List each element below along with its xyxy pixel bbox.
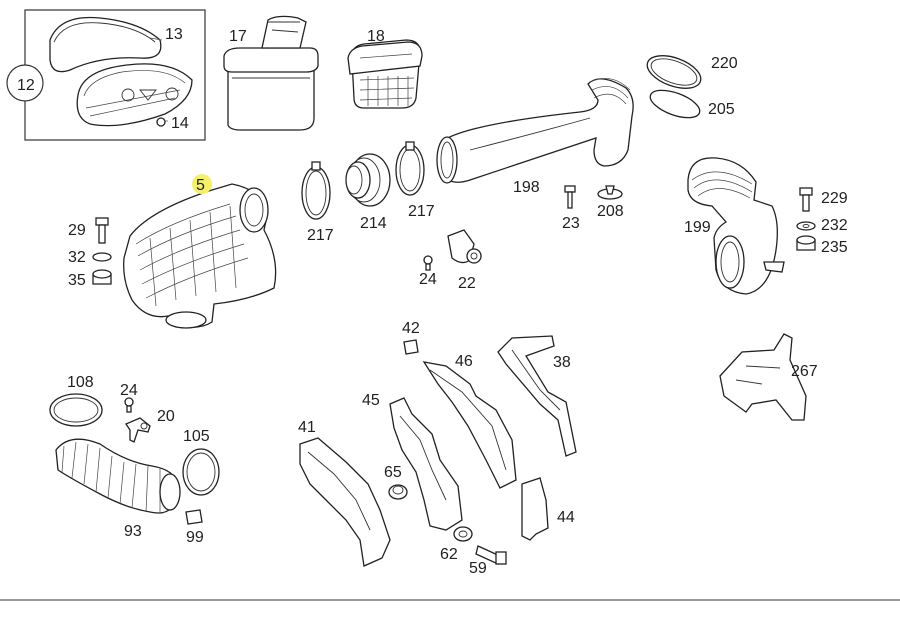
callout-229[interactable]: 229 bbox=[821, 190, 848, 207]
part-24-screw-upper[interactable] bbox=[423, 255, 433, 271]
part-198-air-duct[interactable] bbox=[436, 78, 634, 184]
callout-108[interactable]: 108 bbox=[67, 374, 94, 391]
part-99-clip[interactable] bbox=[185, 509, 203, 525]
callout-38[interactable]: 38 bbox=[553, 354, 571, 371]
part-229-bolt[interactable] bbox=[799, 187, 813, 212]
callout-14[interactable]: 14 bbox=[171, 115, 189, 132]
part-17-filter-box[interactable] bbox=[223, 15, 319, 131]
callout-23[interactable]: 23 bbox=[562, 215, 580, 232]
part-59-bolt[interactable] bbox=[475, 545, 507, 565]
part-217-clamp-left[interactable] bbox=[301, 161, 331, 220]
part-105-clamp[interactable] bbox=[182, 448, 220, 496]
part-35-nut[interactable] bbox=[92, 269, 112, 285]
selected-callout-highlight bbox=[192, 174, 212, 194]
part-62-washer[interactable] bbox=[453, 526, 473, 542]
callout-217-left[interactable]: 217 bbox=[307, 227, 334, 244]
part-232-washer[interactable] bbox=[796, 221, 816, 231]
callout-65[interactable]: 65 bbox=[384, 464, 402, 481]
callout-99[interactable]: 99 bbox=[186, 529, 204, 546]
callout-235[interactable]: 235 bbox=[821, 239, 848, 256]
callout-220[interactable]: 220 bbox=[711, 55, 738, 72]
part-20-sensor[interactable] bbox=[125, 417, 151, 443]
callout-13[interactable]: 13 bbox=[165, 26, 183, 43]
part-23-bolt[interactable] bbox=[564, 185, 576, 209]
part-46-bracket[interactable] bbox=[422, 361, 517, 489]
part-44-bracket[interactable] bbox=[521, 477, 549, 541]
callout-41[interactable]: 41 bbox=[298, 419, 316, 436]
part-41-bracket[interactable] bbox=[299, 437, 391, 567]
callout-208[interactable]: 208 bbox=[597, 203, 624, 220]
part-93-intake-hose[interactable] bbox=[55, 438, 181, 514]
callout-5[interactable]: 5 bbox=[196, 177, 205, 194]
callout-93[interactable]: 93 bbox=[124, 523, 142, 540]
callout-29[interactable]: 29 bbox=[68, 222, 86, 239]
callout-232[interactable]: 232 bbox=[821, 217, 848, 234]
callout-105[interactable]: 105 bbox=[183, 428, 210, 445]
part-217-clamp-right[interactable] bbox=[395, 141, 425, 196]
part-65-grommet[interactable] bbox=[388, 484, 408, 500]
part-220-seal[interactable] bbox=[643, 49, 705, 94]
callout-44[interactable]: 44 bbox=[557, 509, 575, 526]
part-32-washer[interactable] bbox=[92, 252, 112, 262]
part-42-clip[interactable] bbox=[403, 339, 419, 355]
part-267-bracket[interactable] bbox=[719, 333, 807, 421]
callout-205[interactable]: 205 bbox=[708, 101, 735, 118]
leader-lines bbox=[149, 37, 168, 122]
callout-24-upper[interactable]: 24 bbox=[419, 271, 437, 288]
callout-17[interactable]: 17 bbox=[229, 28, 247, 45]
callout-18[interactable]: 18 bbox=[367, 28, 385, 45]
callout-59[interactable]: 59 bbox=[469, 560, 487, 577]
callout-62[interactable]: 62 bbox=[440, 546, 458, 563]
part-29-bolt[interactable] bbox=[95, 217, 109, 244]
callout-42[interactable]: 42 bbox=[402, 320, 420, 337]
part-45-bracket[interactable] bbox=[389, 397, 463, 531]
callout-45[interactable]: 45 bbox=[362, 392, 380, 409]
part-208-grommet[interactable] bbox=[597, 185, 623, 200]
part-38-bracket[interactable] bbox=[497, 335, 577, 457]
part-108-clamp[interactable] bbox=[49, 393, 103, 427]
callout-46[interactable]: 46 bbox=[455, 353, 473, 370]
callout-22[interactable]: 22 bbox=[458, 275, 476, 292]
part-22-sensor[interactable] bbox=[447, 229, 482, 264]
kit-12-group[interactable] bbox=[6, 9, 206, 141]
callout-214[interactable]: 214 bbox=[360, 215, 387, 232]
callout-217-right[interactable]: 217 bbox=[408, 203, 435, 220]
callout-199[interactable]: 199 bbox=[684, 219, 711, 236]
callout-267[interactable]: 267 bbox=[791, 363, 818, 380]
part-205-seal[interactable] bbox=[647, 85, 703, 123]
part-199-intake-duct[interactable] bbox=[687, 157, 785, 295]
part-18-filter-element[interactable] bbox=[347, 39, 423, 109]
part-5-air-filter-housing[interactable] bbox=[123, 183, 277, 329]
callout-198[interactable]: 198 bbox=[513, 179, 540, 196]
part-235-nut[interactable] bbox=[796, 235, 816, 251]
callout-35[interactable]: 35 bbox=[68, 272, 86, 289]
part-24-screw-lower[interactable] bbox=[124, 397, 134, 413]
part-214-sleeve[interactable] bbox=[345, 153, 391, 207]
callout-12[interactable]: 12 bbox=[17, 77, 35, 94]
callout-32[interactable]: 32 bbox=[68, 249, 86, 266]
callout-24-lower[interactable]: 24 bbox=[120, 382, 138, 399]
callout-20[interactable]: 20 bbox=[157, 408, 175, 425]
